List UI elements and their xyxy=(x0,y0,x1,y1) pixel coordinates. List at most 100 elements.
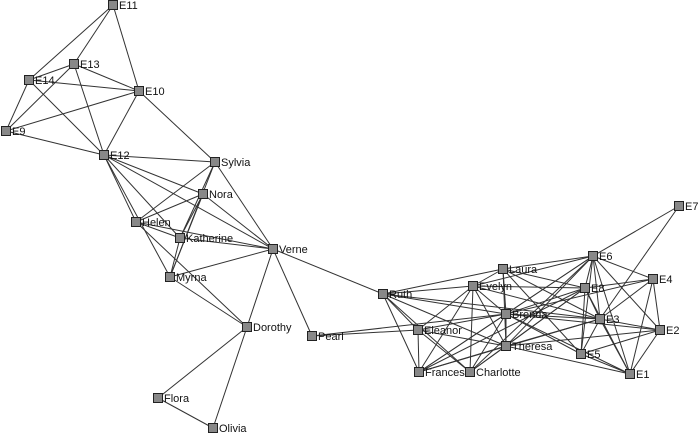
node-marker xyxy=(468,281,478,291)
edge-e4-e3 xyxy=(599,278,654,320)
node-label: Pearl xyxy=(318,331,344,343)
edge-e11-e14 xyxy=(28,4,114,81)
node-label: Sylvia xyxy=(221,157,251,169)
node-marker xyxy=(131,217,141,227)
node-label: E10 xyxy=(145,86,165,98)
node-label: Eleanor xyxy=(424,325,462,337)
edge-dorothy-flora xyxy=(157,326,248,399)
node-label: Myrna xyxy=(176,272,207,284)
edge-e8-e5 xyxy=(580,287,586,355)
node-marker xyxy=(268,244,278,254)
node-label: E9 xyxy=(12,126,25,138)
edge-charlotte-e6 xyxy=(469,255,594,373)
edge-layer xyxy=(5,4,680,429)
node-label: Verne xyxy=(279,244,308,256)
edge-e9-e12 xyxy=(5,130,105,156)
node-label: Frances xyxy=(425,367,465,379)
node-marker xyxy=(210,157,220,167)
edge-helen-dorothy xyxy=(135,221,248,328)
edge-e6-e4 xyxy=(592,255,654,280)
edge-e12-katherine xyxy=(103,154,181,239)
edge-sylvia-katherine xyxy=(179,161,216,239)
edge-e5-e1 xyxy=(580,353,631,375)
edge-nora-helen xyxy=(135,193,204,223)
edge-evelyn-e8 xyxy=(472,285,586,289)
node-e10: E10 xyxy=(134,86,165,98)
node-e12: E12 xyxy=(99,150,130,162)
node-theresa: Theresa xyxy=(501,341,553,353)
node-brenda: Brenda xyxy=(501,309,548,321)
edge-theresa-e1 xyxy=(505,345,631,375)
node-label: Katherine xyxy=(186,233,233,245)
node-marker xyxy=(674,201,684,211)
node-e7: E7 xyxy=(674,201,698,213)
node-marker xyxy=(165,272,175,282)
node-marker xyxy=(242,322,252,332)
node-marker xyxy=(108,0,118,10)
edge-myrna-dorothy xyxy=(169,276,248,328)
node-marker xyxy=(625,369,635,379)
edge-e12-myrna xyxy=(103,154,171,278)
node-ruth: Ruth xyxy=(378,289,412,301)
edge-charlotte-e8 xyxy=(469,287,586,373)
node-label: Brenda xyxy=(512,309,548,321)
node-dorothy: Dorothy xyxy=(242,322,292,334)
node-e11: E11 xyxy=(108,0,138,12)
node-marker xyxy=(501,309,511,319)
edge-e11-e10 xyxy=(112,4,140,92)
edge-ruth-eleanor xyxy=(382,293,419,331)
node-laura: Laura xyxy=(498,264,538,276)
edge-e6-e5 xyxy=(580,255,594,355)
node-marker xyxy=(153,393,163,403)
node-marker xyxy=(580,283,590,293)
edge-ruth-e3 xyxy=(382,293,601,320)
node-label: Ruth xyxy=(389,289,412,301)
edge-eleanor-charlotte xyxy=(417,329,471,373)
node-charlotte: Charlotte xyxy=(465,367,521,379)
edge-e10-e9 xyxy=(5,90,140,132)
edge-evelyn-charlotte xyxy=(469,285,474,373)
node-e1: E1 xyxy=(625,369,649,381)
edge-brenda-e5 xyxy=(505,313,582,355)
edge-e6-e7 xyxy=(592,205,680,257)
edge-frances-e8 xyxy=(418,287,586,373)
node-marker xyxy=(99,150,109,160)
node-label: Helen xyxy=(142,217,171,229)
node-label: E8 xyxy=(591,283,604,295)
node-label: E11 xyxy=(119,0,138,12)
edge-laura-e6 xyxy=(502,255,594,270)
edge-e14-e12 xyxy=(28,79,105,156)
edge-ruth-brenda xyxy=(382,293,507,315)
node-marker xyxy=(588,251,598,261)
edge-ruth-frances xyxy=(382,293,420,373)
edge-brenda-eleanor xyxy=(417,313,507,331)
edge-e12-verne xyxy=(103,154,274,250)
node-e5: E5 xyxy=(576,349,600,361)
node-verne: Verne xyxy=(268,244,308,256)
edge-flora-olivia xyxy=(157,397,214,429)
node-frances: Frances xyxy=(414,367,465,379)
edge-evelyn-brenda xyxy=(472,285,507,315)
node-label: E1 xyxy=(636,369,649,381)
edge-brenda-e4 xyxy=(505,278,654,315)
node-label: Theresa xyxy=(512,341,553,353)
node-e9: E9 xyxy=(1,126,25,138)
node-label: E5 xyxy=(587,349,600,361)
node-marker xyxy=(648,274,658,284)
edge-eleanor-theresa xyxy=(417,329,507,347)
edge-e12-sylvia xyxy=(103,154,216,163)
edge-nora-myrna xyxy=(169,193,204,278)
edge-nora-katherine xyxy=(179,193,204,239)
edge-e14-e10 xyxy=(28,79,140,92)
edge-e14-e9 xyxy=(5,79,30,132)
node-nora: Nora xyxy=(198,189,234,201)
edge-katherine-myrna xyxy=(169,237,181,278)
edge-e12-nora xyxy=(103,154,204,195)
edge-e10-e12 xyxy=(103,90,140,156)
edge-verne-ruth xyxy=(272,248,384,295)
node-label: Laura xyxy=(509,264,538,276)
node-marker xyxy=(576,349,586,359)
node-label: E2 xyxy=(666,325,679,337)
node-label: Evelyn xyxy=(479,281,512,293)
node-myrna: Myrna xyxy=(165,272,207,284)
